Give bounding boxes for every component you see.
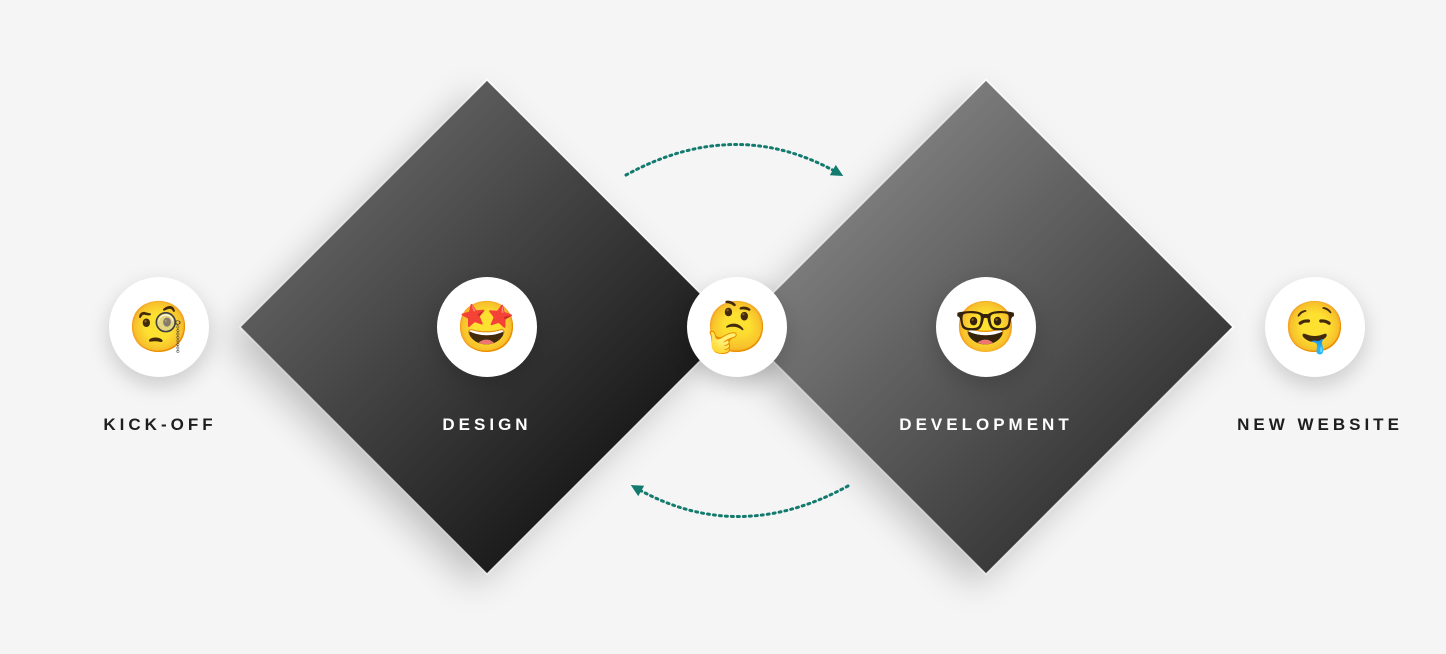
forward-arrow [624,143,844,177]
design-label: DESIGN [442,415,532,434]
kick-off-label: KICK-OFF [103,415,217,434]
design-node: 🤩 [437,277,537,377]
kick-off-node: 🧐 [109,277,209,377]
development-label: DEVELOPMENT [899,415,1073,434]
nerd-face-icon: 🤓 [954,298,1018,356]
star-struck-icon: 🤩 [455,298,519,356]
backward-arrow [630,484,850,518]
development-node: 🤓 [936,277,1036,377]
new-website-label: NEW WEBSITE [1237,415,1403,434]
drooling-face-icon: 🤤 [1283,298,1347,356]
thinking-face-icon: 🤔 [705,298,769,356]
face-with-monocle-icon: 🧐 [127,298,191,356]
review-node: 🤔 [687,277,787,377]
new-website-node: 🤤 [1265,277,1365,377]
